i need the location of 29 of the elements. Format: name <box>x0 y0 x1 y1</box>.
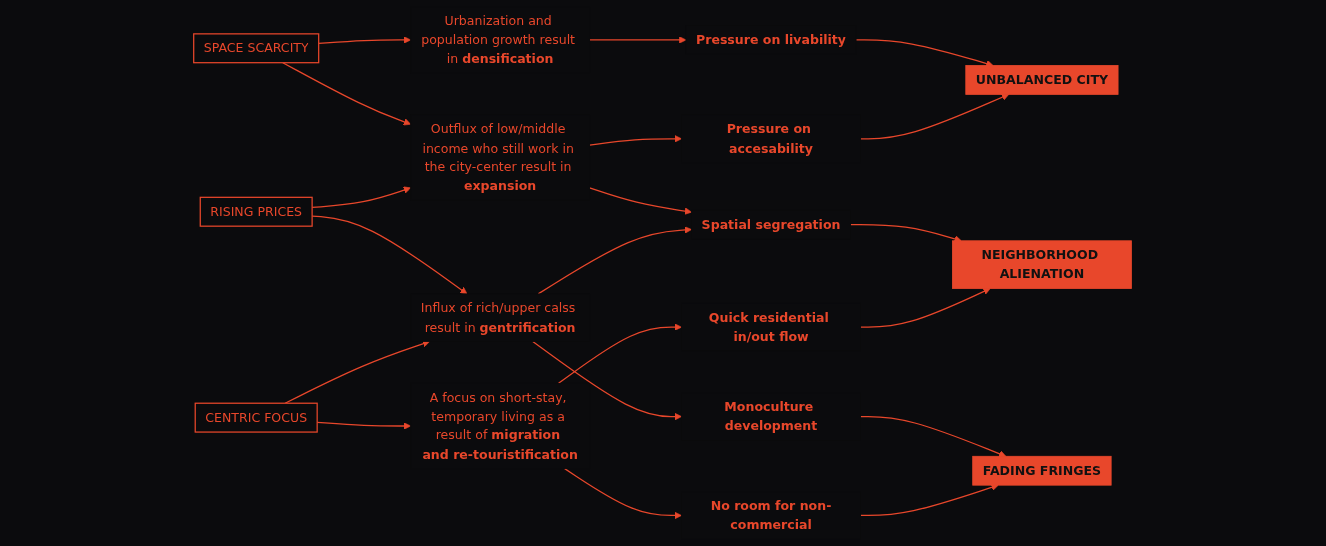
arrow <box>589 135 683 146</box>
arrow <box>564 468 683 520</box>
node-box: NEIGHBORHOOD ALIENATION <box>952 240 1133 289</box>
node-text: Spatial segregation <box>702 216 841 232</box>
arrow <box>558 323 683 384</box>
arrow <box>538 226 693 295</box>
node-box: UNBALANCED CITY <box>965 65 1119 95</box>
node-box: RISING PRICES <box>200 196 314 227</box>
arrow <box>589 187 693 215</box>
arrow <box>589 36 687 44</box>
arrow <box>860 287 992 328</box>
node-box: CENTRIC FOCUS <box>195 402 319 433</box>
node-text: A focus on short-stay, temporary living as a result of migration and re-touristification <box>422 390 579 462</box>
arrow <box>284 340 431 404</box>
node-text: Quick residential in/out flow <box>709 309 830 344</box>
arrow <box>532 340 683 421</box>
node-box: FADING FRINGES <box>972 455 1112 486</box>
arrow <box>317 421 412 430</box>
arrow <box>860 93 1010 140</box>
node-text: Pressure on accesability <box>727 121 814 156</box>
node-text: Urbanization and population growth result in densification <box>421 13 576 67</box>
node-text: Pressure on livability <box>696 32 847 48</box>
arrow <box>860 415 1007 458</box>
node-text: Influx of rich/upper calss result in gentrification <box>421 300 576 335</box>
node-text: No room for non-commercial <box>711 498 832 533</box>
arrow <box>282 62 412 126</box>
node-box: SPACE SCARCITY <box>193 33 320 64</box>
node-text: Outflux of low/middle income who still work in the city-center result in expansion <box>422 121 575 194</box>
node-text: Monoculture development <box>724 399 818 434</box>
